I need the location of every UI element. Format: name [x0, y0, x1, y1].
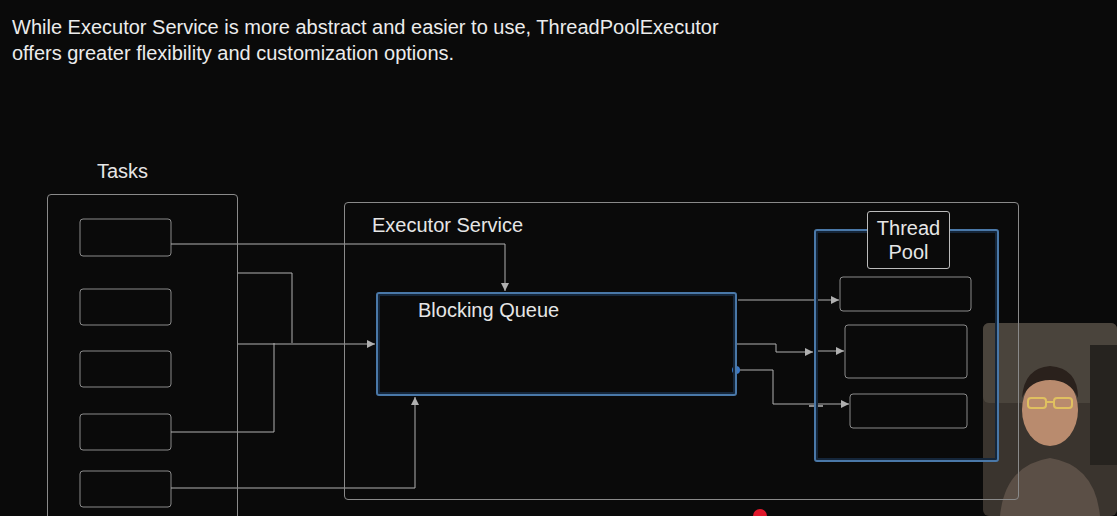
- task-box: [80, 414, 171, 450]
- task-line: [171, 343, 274, 432]
- heading-text: While Executor Service is more abstract …: [12, 14, 732, 66]
- thread-box: [845, 325, 967, 378]
- webcam-overlay: [983, 323, 1117, 516]
- flow-connector: [238, 344, 375, 345]
- task-line: [238, 273, 292, 343]
- node-label: Executor Service: [372, 213, 523, 237]
- cursor-cross: [809, 399, 823, 413]
- node-label: Thread Pool: [867, 211, 950, 269]
- thread-box: [840, 277, 971, 311]
- queue-box: Blocking Queue: [376, 292, 737, 396]
- thread-box: [850, 394, 967, 428]
- worker-line: [815, 351, 844, 352]
- pool-box: Thread Pool: [814, 229, 999, 462]
- flow-connector: [737, 344, 813, 352]
- service-box: Executor ServiceBlocking Queue Thread Poo…: [344, 202, 1019, 500]
- task-group: Tasks: [47, 194, 238, 516]
- node-label: Tasks: [97, 159, 148, 183]
- node-label: Blocking Queue: [418, 298, 559, 322]
- worker-line: [738, 370, 849, 404]
- task-box: [80, 351, 171, 387]
- task-line: [171, 244, 505, 291]
- task-box: [80, 471, 171, 507]
- task-box: [80, 289, 171, 325]
- record-dot: [753, 509, 767, 516]
- worker-line: [738, 300, 839, 301]
- task-box: [80, 219, 171, 256]
- task-line: [171, 397, 415, 488]
